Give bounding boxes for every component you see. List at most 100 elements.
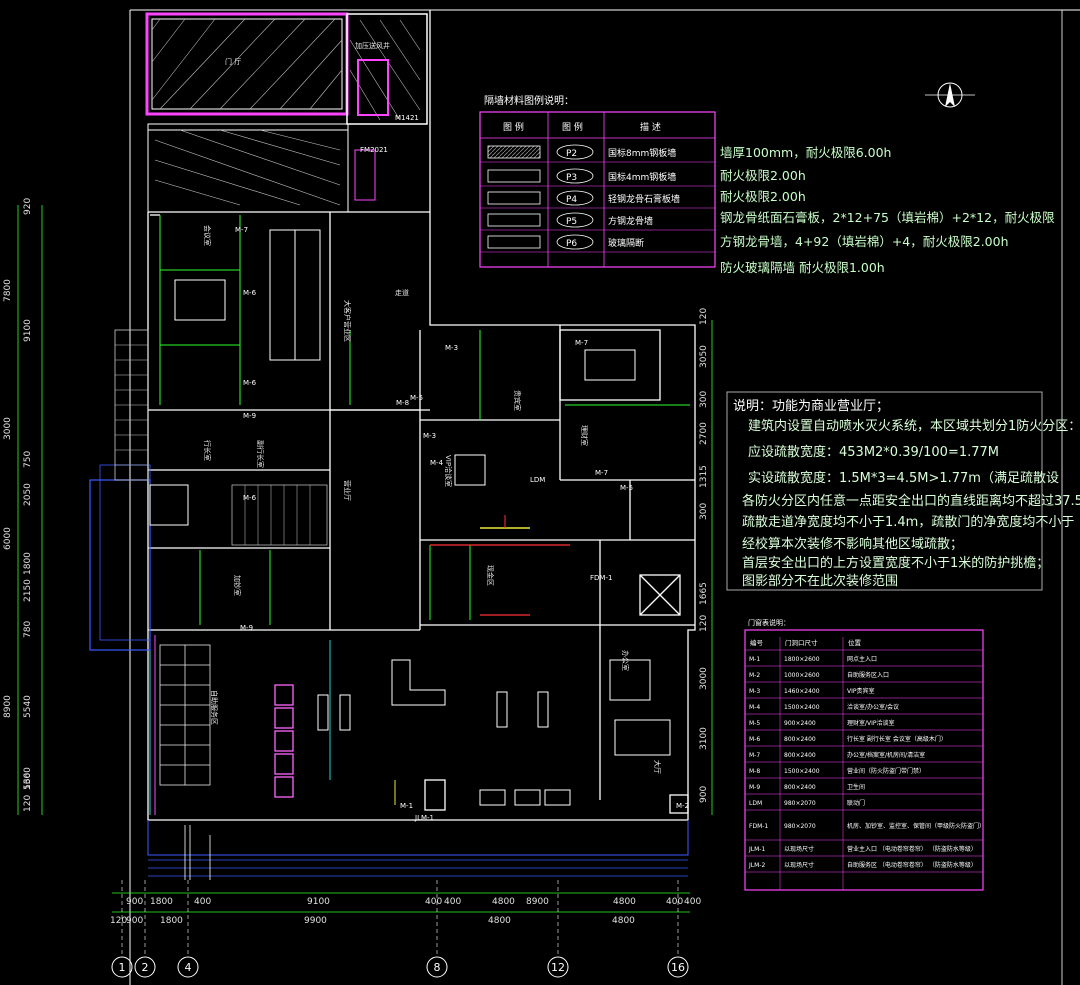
dim-bottom-label: 900 bbox=[126, 897, 143, 907]
dim-bottom-label: 4800 bbox=[612, 916, 635, 926]
legend-note: 钢龙骨纸面石膏板，2*12+75（填岩棉）+2*12，耐火极限 bbox=[720, 210, 1055, 225]
legend-code-badge bbox=[556, 168, 594, 184]
door-tag: M-4 bbox=[430, 459, 444, 467]
door-table-cell: 网点主入口 bbox=[847, 655, 877, 663]
door-table-cell: 理财室/VIP洽谈室 bbox=[847, 719, 895, 727]
door-table-cell: 以现场尺寸 bbox=[784, 845, 814, 853]
door-tag: M1421 bbox=[395, 114, 419, 122]
legend-header: 图 例 bbox=[503, 121, 524, 133]
legend-desc: 国标8mm钢板墙 bbox=[608, 147, 676, 159]
door-table-cell: M-5 bbox=[749, 720, 760, 727]
legend-title: 隔墙材料图例说明： bbox=[484, 94, 574, 107]
dim-right-label: 3100 bbox=[699, 727, 709, 750]
door-table-cell: M-1 bbox=[749, 656, 760, 663]
door-table-cell: 900×2400 bbox=[784, 720, 816, 727]
door-tag: M-7 bbox=[595, 469, 608, 477]
legend-note: 墙厚100mm，耐火极限6.00h bbox=[720, 145, 891, 160]
door-table-cell: 机房、加钞室、监控室、保管间（甲级防火防盗门） bbox=[847, 822, 985, 830]
door-tag: M-9 bbox=[243, 412, 256, 420]
dim-bottom-label: 4800 bbox=[488, 916, 511, 926]
legend-note: 防火玻璃隔墙 耐火极限1.00h bbox=[720, 260, 885, 275]
door-table-cell: 以现场尺寸 bbox=[784, 861, 814, 869]
door-tag: M-9 bbox=[240, 624, 253, 632]
axis-bubble bbox=[667, 956, 689, 978]
dim-right-label: 300 bbox=[699, 391, 709, 408]
notes-line: 疏散走道净宽度均不小于1.4m，疏散门的净宽度均不小于 bbox=[742, 514, 1074, 530]
room-label: 会议室 bbox=[203, 225, 212, 246]
room-label: 副行长室 bbox=[256, 440, 265, 468]
dim-left-label: 780 bbox=[23, 621, 33, 638]
entrance-hall: 门 厅 加压送风井 bbox=[145, 12, 428, 125]
notes-line: 经校算本次装修不影响其他区域疏散； bbox=[742, 536, 963, 552]
main-walls bbox=[147, 10, 696, 821]
legend-note: 方钢龙骨墙，4+92（填岩棉）+4，耐火极限2.00h bbox=[720, 234, 1009, 249]
dim-left-label: 9100 bbox=[23, 319, 33, 342]
room-label: VIP洽谈室 bbox=[444, 455, 453, 487]
door-tag: M-6 bbox=[243, 289, 257, 297]
dim-left-label: 1800 bbox=[23, 552, 33, 575]
dim-right-label: 2700 bbox=[699, 422, 709, 445]
door-table-cell: FDM-1 bbox=[749, 823, 768, 830]
legend-swatch bbox=[487, 169, 541, 183]
door-table-cell: 1500×2400 bbox=[784, 768, 820, 775]
room-label: 贵宾室 bbox=[513, 390, 522, 411]
door-table-cell: M-4 bbox=[749, 704, 760, 711]
dim-bottom-label: 400 bbox=[684, 897, 701, 907]
axis-bubble bbox=[111, 956, 133, 978]
door-table-cell: 洽谈室/办公室/会议 bbox=[847, 703, 899, 711]
notes-line: 建筑内设置自动喷水灭火系统，本区域共划分1防火分区： bbox=[748, 418, 1080, 434]
door-tag: JLM-1 bbox=[414, 814, 434, 822]
dim-left-label: 560 bbox=[23, 773, 33, 790]
door-table-cell: M-7 bbox=[749, 752, 760, 759]
room-label: 办公室 bbox=[621, 650, 630, 671]
legend-swatch bbox=[487, 213, 541, 227]
dim-right-label: 120 bbox=[699, 308, 709, 325]
door-table-cell: 自助服务区 （电动卷帘卷帘） （防盗防水等级） bbox=[847, 861, 977, 869]
legend-swatch bbox=[487, 145, 541, 159]
door-tag: FDM-1 bbox=[590, 574, 612, 582]
legend-desc: 方钢龙骨墙 bbox=[608, 215, 653, 227]
dim-bottom-label: 4800 bbox=[613, 897, 636, 907]
dim-bottom-label: 900 bbox=[126, 916, 143, 926]
door-tag: FM2021 bbox=[360, 146, 388, 154]
north-arrow-icon bbox=[925, 82, 975, 108]
door-table-cell: M-6 bbox=[749, 736, 760, 743]
legend-code: P2 bbox=[566, 149, 577, 159]
axis-bubble bbox=[134, 956, 156, 978]
door-table-cell: 980×2070 bbox=[784, 800, 816, 807]
door-table-cell: 行长室 副行长室 会议室（高级木门） bbox=[847, 735, 947, 743]
legend-code: P5 bbox=[566, 217, 577, 227]
room-label-hall: 门 厅 bbox=[225, 57, 241, 66]
legend-note: 耐火极限2.00h bbox=[720, 168, 806, 183]
door-table-cell: 800×2400 bbox=[784, 752, 816, 759]
legend-desc: 国标4mm钢板墙 bbox=[608, 171, 676, 183]
dim-bottom-label: 400 bbox=[194, 897, 211, 907]
notes-line: 应设疏散宽度：453M2*0.39/100=1.77M bbox=[748, 444, 999, 460]
notes-title: 说明：功能为商业营业厅； bbox=[733, 399, 889, 414]
dim-left-label: 5540 bbox=[23, 695, 33, 718]
door-tag: M-3 bbox=[423, 432, 436, 440]
legend-code: P4 bbox=[566, 195, 577, 205]
legend-code-badge bbox=[556, 212, 594, 228]
dim-bottom-label: 400 bbox=[666, 897, 683, 907]
legend-desc: 玻璃隔断 bbox=[608, 237, 644, 249]
room-labels: 大客户营业区 走道 会议室 行长室 副行长室 贵宾室 理财室 VIP洽谈室 现金… bbox=[203, 225, 662, 774]
legend-code: P3 bbox=[566, 173, 577, 183]
exterior-elements bbox=[89, 329, 689, 880]
room-label: 营业厅 bbox=[343, 480, 352, 501]
axis-bubble bbox=[547, 956, 569, 978]
room-label: 理财室 bbox=[580, 425, 589, 446]
room-label: 大客户营业区 bbox=[343, 300, 352, 342]
dim-left-label: 920 bbox=[23, 198, 33, 215]
room-label: 行长室 bbox=[203, 440, 212, 461]
door-table-cell: 800×2400 bbox=[784, 736, 816, 743]
accent-marks bbox=[394, 515, 570, 805]
room-label: 大厅 bbox=[653, 760, 662, 774]
door-table-cell: 980×2070 bbox=[784, 823, 816, 830]
door-table-cell: M-2 bbox=[749, 672, 760, 679]
door-table-title: 门窗表说明： bbox=[748, 618, 790, 627]
